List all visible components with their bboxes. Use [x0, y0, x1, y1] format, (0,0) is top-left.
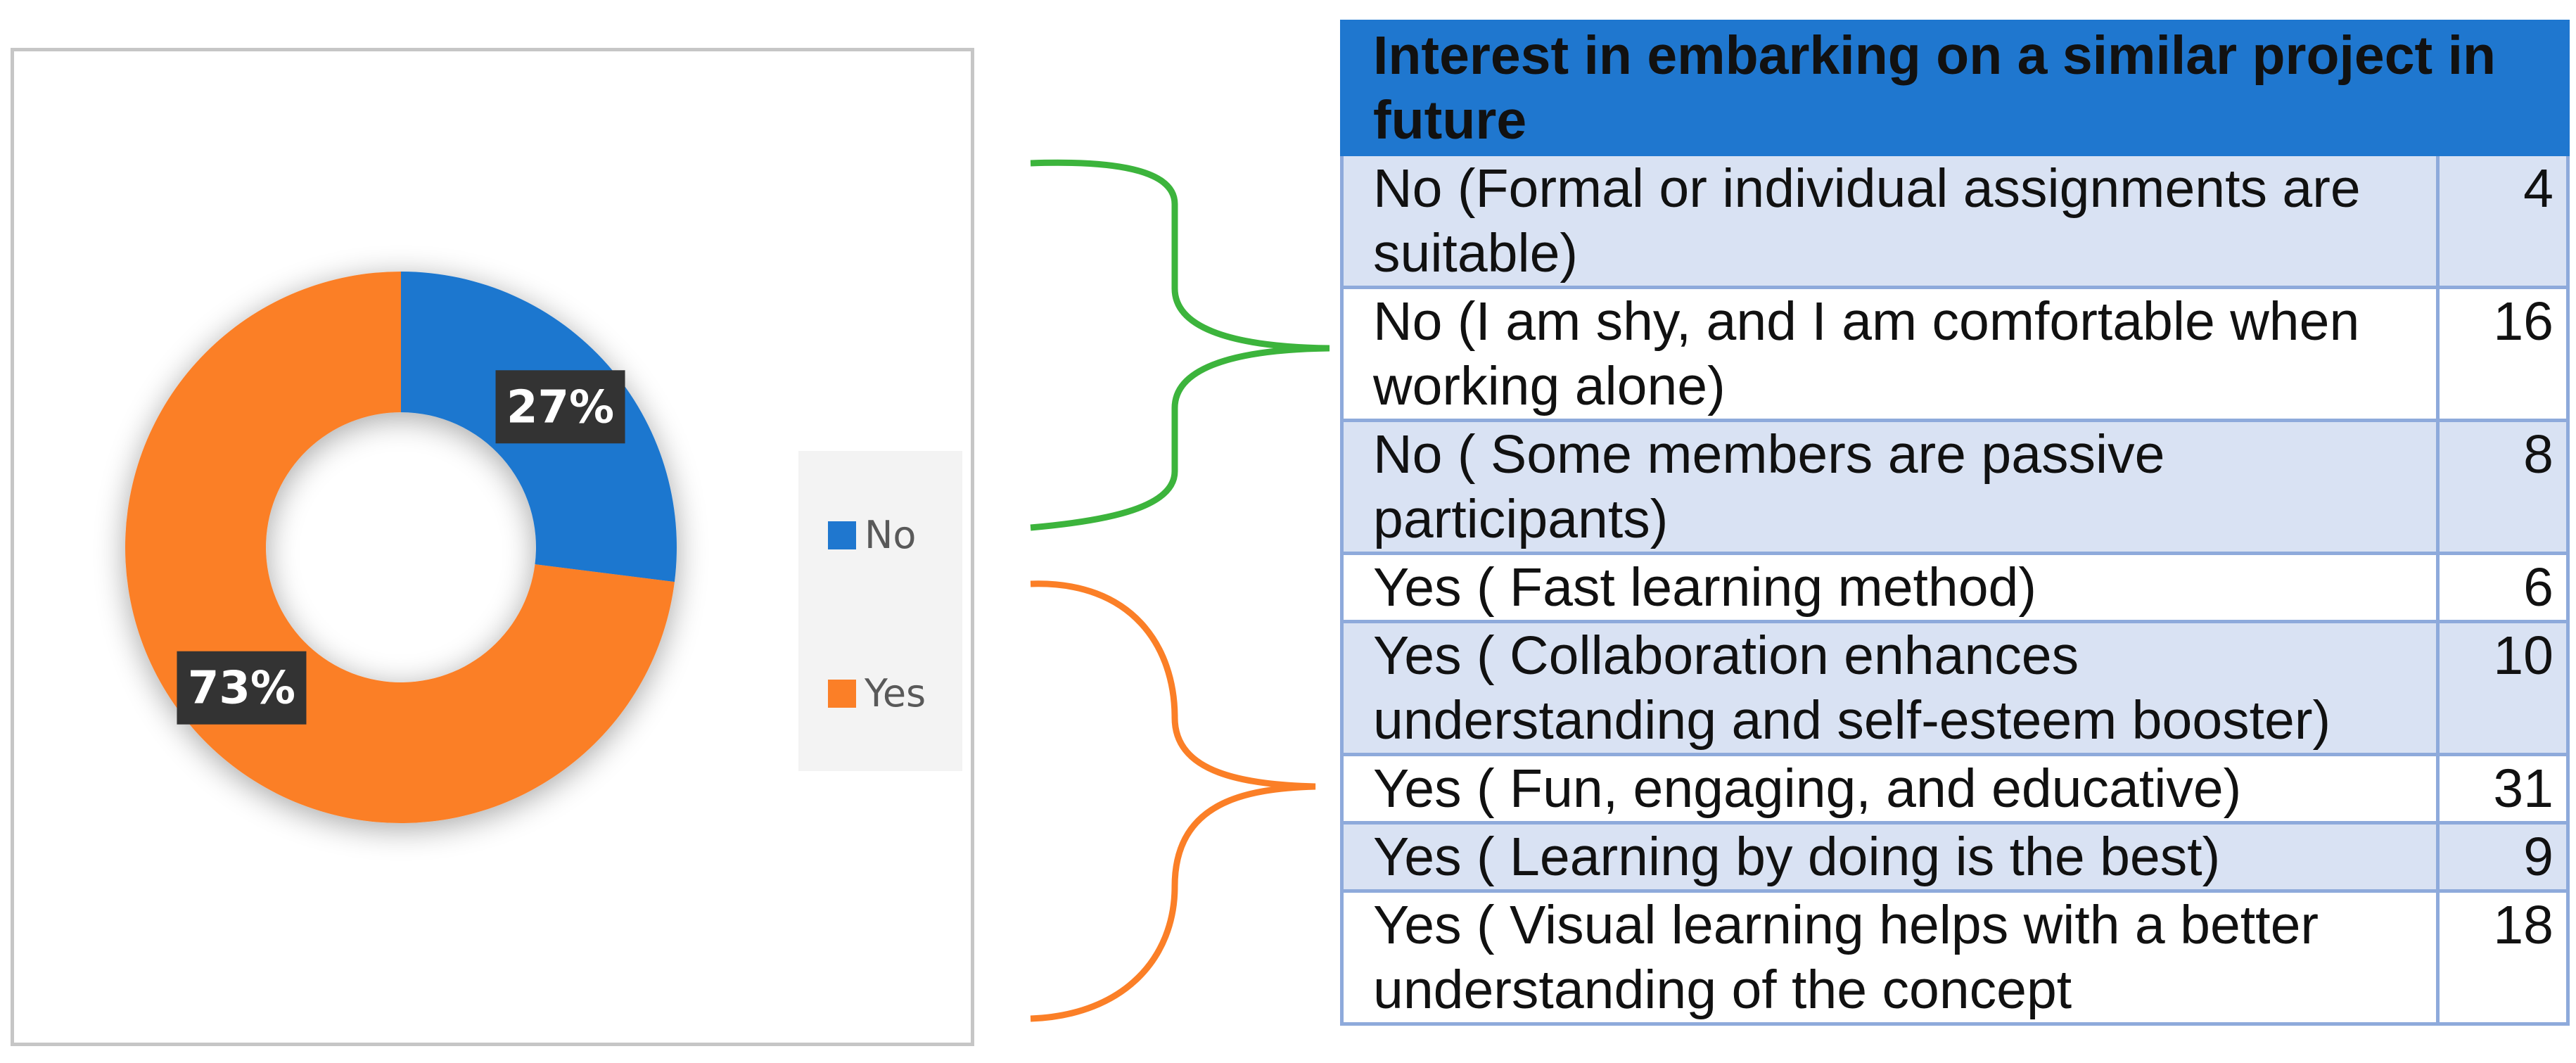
row-label: Yes ( Fun, engaging, and educative): [1340, 753, 2440, 825]
table-row: Yes ( Visual learning helps with a bette…: [1340, 889, 2570, 1026]
legend-label-yes: Yes: [865, 671, 926, 715]
legend-item-no: No: [828, 513, 916, 557]
table-title: Interest in embarking on a similar proje…: [1340, 20, 2570, 156]
table-header-row: Interest in embarking on a similar proje…: [1340, 20, 2570, 156]
table-row: Yes ( Learning by doing is the best) 9: [1340, 821, 2570, 893]
row-count: 18: [2436, 889, 2570, 1026]
row-count: 6: [2436, 552, 2570, 623]
row-label: Yes ( Learning by doing is the best): [1340, 821, 2440, 893]
row-label: No ( Some members are passive participan…: [1340, 419, 2440, 555]
data-label-yes: 73%: [177, 651, 307, 725]
data-label-text: 27%: [506, 381, 614, 433]
table-row: Yes ( Fun, engaging, and educative) 31: [1340, 753, 2570, 825]
chart-legend: No Yes: [798, 451, 962, 771]
table-row: No (I am shy, and I am comfortable when …: [1340, 286, 2570, 422]
legend-swatch-yes: [828, 679, 856, 708]
row-count: 31: [2436, 753, 2570, 825]
row-label: Yes ( Collaboration enhances understandi…: [1340, 620, 2440, 756]
legend-item-yes: Yes: [828, 671, 926, 715]
brace-yes: [1030, 580, 1316, 1022]
legend-swatch-no: [828, 521, 856, 549]
row-label: No (I am shy, and I am comfortable when …: [1340, 286, 2440, 422]
table-row: Yes ( Collaboration enhances understandi…: [1340, 620, 2570, 756]
brace-connectors: [1030, 159, 1330, 1022]
table-row: Yes ( Fast learning method) 6: [1340, 552, 2570, 623]
chart-panel: 27% 73% No Yes: [11, 48, 974, 1046]
row-label: Yes ( Fast learning method): [1340, 552, 2440, 623]
row-label: Yes ( Visual learning helps with a bette…: [1340, 889, 2440, 1026]
brace-no: [1030, 159, 1330, 531]
row-count: 9: [2436, 821, 2570, 893]
table-row: No ( Some members are passive participan…: [1340, 419, 2570, 555]
row-count: 10: [2436, 620, 2570, 756]
donut-chart: 27% 73%: [125, 272, 677, 823]
data-label-bg: [495, 370, 625, 444]
responses-table: Interest in embarking on a similar proje…: [1340, 20, 2570, 1026]
data-label-bg: [177, 651, 307, 725]
legend-label-no: No: [865, 513, 917, 557]
row-count: 8: [2436, 419, 2570, 555]
data-label-text: 73%: [188, 663, 295, 715]
table-row: No (Formal or individual assignments are…: [1340, 153, 2570, 289]
row-count: 16: [2436, 286, 2570, 422]
data-label-no: 27%: [495, 370, 625, 444]
row-label: No (Formal or individual assignments are…: [1340, 153, 2440, 289]
row-count: 4: [2436, 153, 2570, 289]
